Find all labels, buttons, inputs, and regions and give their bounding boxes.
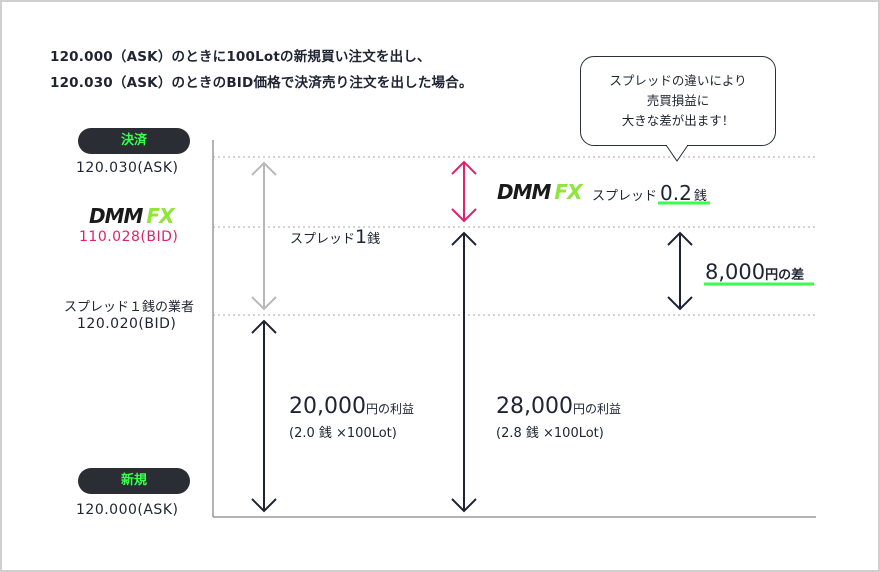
profit-28000-arrow — [451, 231, 477, 513]
speech-bubble: スプレッドの違いにより 売買損益に 大きな差が出ます！ — [580, 56, 776, 146]
new-pill: 新規 — [78, 468, 190, 494]
profit-20000-label: 20,000円の利益 — [289, 394, 414, 419]
profit-28000-detail: (2.8 銭 ×100Lot) — [496, 426, 604, 441]
other-dealer-label: スプレッド１銭の業者 — [64, 300, 195, 315]
bubble-line-2: 売買損益に — [646, 93, 710, 108]
profit-20000-arrow — [251, 319, 277, 513]
heading: 120.000（ASK）のときに100Lotの新規買い注文を出し、 120.03… — [50, 44, 473, 96]
difference-arrow — [667, 231, 693, 311]
difference-label: 8,000円の差 — [705, 260, 805, 284]
bubble-line-3: 大きな差が出ます！ — [621, 113, 735, 128]
settle-price: 120.030(ASK) — [76, 160, 179, 176]
profit-28000-label: 28,000円の利益 — [496, 394, 621, 419]
bubble-line-1: スプレッドの違いにより — [609, 73, 747, 88]
other-bid-price: 120.020(BID) — [77, 316, 177, 332]
dmm-bid-price: 110.028(BID) — [79, 229, 179, 245]
bubble-tail — [665, 144, 689, 162]
heading-line-1: 120.000（ASK）のときに100Lotの新規買い注文を出し、 — [50, 49, 431, 65]
heading-line-2: 120.030（ASK）のときのBID価格で決済売り注文を出した場合。 — [50, 75, 473, 91]
profit-20000-detail: (2.0 銭 ×100Lot) — [289, 426, 397, 441]
spread-1sen-label: スプレッド1銭 — [290, 226, 381, 248]
dmm-spread-arrow — [451, 160, 477, 223]
spread-1sen-arrow — [251, 161, 277, 311]
bubble-tail-joint — [667, 144, 687, 146]
new-price: 120.000(ASK) — [76, 502, 179, 518]
settle-pill: 決済 — [78, 128, 190, 154]
